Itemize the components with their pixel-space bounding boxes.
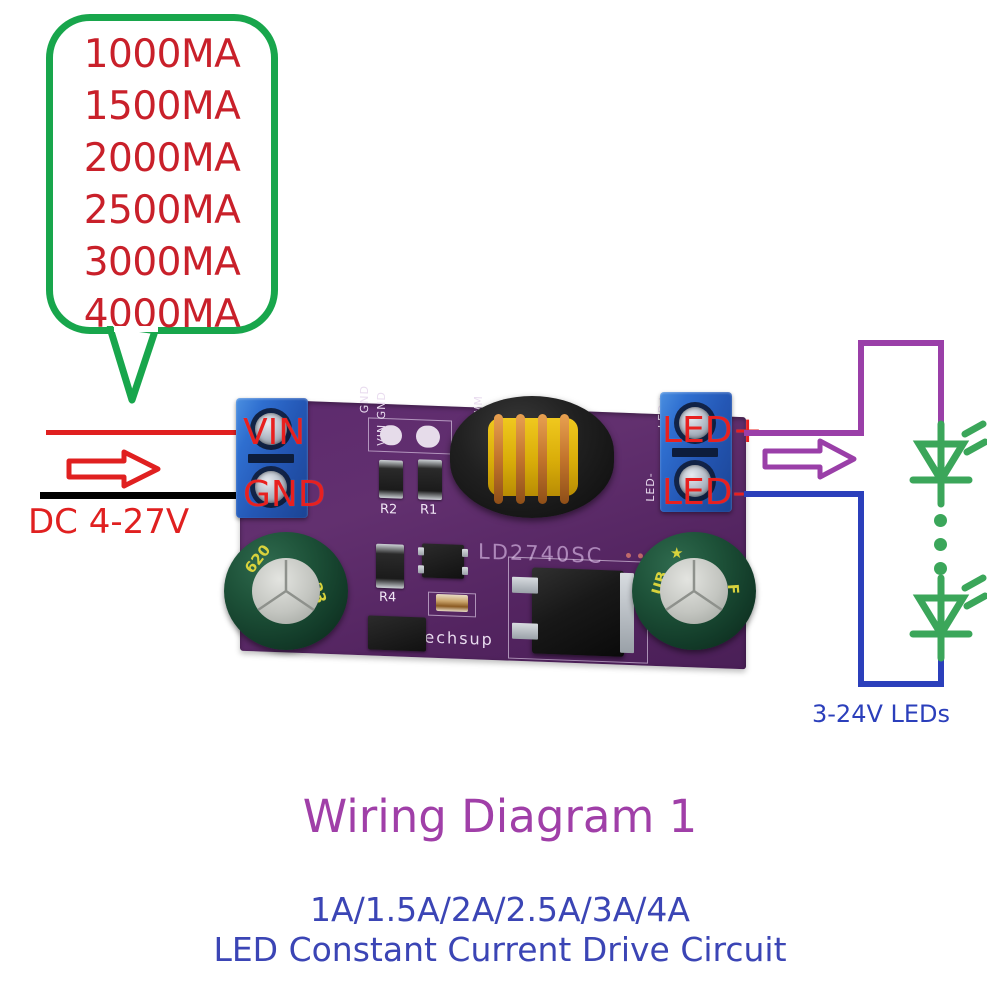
callout-line-3: 2000MA — [83, 136, 241, 181]
input-voltage-label: DC 4-27V — [28, 502, 190, 542]
winding-2 — [516, 414, 525, 504]
mosfet-pin-2 — [512, 622, 538, 640]
ic-pin-2 — [418, 565, 424, 574]
led-minus-wire-h2 — [858, 681, 944, 687]
led-plus-wire-h2 — [858, 340, 944, 346]
led-minus-wire-v1 — [858, 491, 864, 687]
capacitor-vent-left — [252, 558, 320, 624]
resistor-r1 — [418, 459, 442, 501]
terminal-label-vin: VIN — [243, 412, 306, 453]
vin-screw-terminal[interactable] — [250, 408, 292, 450]
series-dot-3 — [934, 562, 947, 575]
led-plus-wire-h1 — [744, 430, 864, 436]
winding-3 — [538, 414, 547, 504]
callout-line-5: 3000MA — [83, 240, 241, 285]
input-capacitor: 620 23 — [224, 532, 348, 650]
schottky-diode — [436, 593, 468, 613]
winding-1 — [494, 414, 503, 504]
cap-text-right-2: ★ — [670, 544, 684, 562]
vent-cross-icon — [257, 560, 315, 612]
label-r1: R1 — [420, 502, 438, 518]
ic-pin-3 — [462, 548, 468, 558]
led-symbol-top-icon — [909, 420, 987, 508]
terminal-slot-right — [672, 448, 718, 457]
label-r2: R2 — [380, 501, 398, 518]
mosfet-pin-1 — [512, 576, 538, 594]
input-terminal-block[interactable] — [236, 398, 308, 518]
winding-4 — [560, 414, 569, 504]
series-dot-1 — [934, 514, 947, 527]
output-direction-arrow-icon — [762, 438, 857, 480]
resistor-r4 — [376, 543, 404, 589]
led-plus-wire-v1 — [858, 340, 864, 436]
resistor-r2 — [379, 459, 403, 499]
callout-line-1: 1000MA — [83, 32, 241, 77]
subtitle-description: LED Constant Current Drive Circuit — [213, 930, 787, 969]
vin-wire — [46, 430, 266, 435]
led-plus-wire-v2 — [938, 340, 944, 430]
silk-gnd-top: GND — [358, 384, 371, 414]
subtitle-current-ratings: 1A/1.5A/2A/2.5A/3A/4A — [310, 890, 690, 929]
capacitor-vent-right — [660, 558, 728, 624]
gnd-screw-terminal[interactable] — [250, 466, 292, 508]
gnd-wire — [40, 492, 268, 499]
power-mosfet — [532, 567, 624, 657]
led-plus-screw-terminal[interactable] — [674, 402, 716, 444]
pad-1 — [380, 424, 402, 446]
series-dot-2 — [934, 538, 947, 551]
label-r4: R4 — [379, 589, 397, 606]
control-ic — [422, 543, 464, 579]
ic-pin-1 — [418, 547, 424, 556]
terminal-label-gnd: GND — [243, 474, 326, 515]
pad-2 — [416, 425, 440, 449]
current-options-callout: 1000MA 1500MA 2000MA 2500MA 3000MA 4000M… — [46, 14, 278, 404]
terminal-slot-left — [248, 454, 294, 463]
page-title: Wiring Diagram 1 — [302, 790, 698, 843]
led-minus-screw-terminal[interactable] — [674, 460, 716, 502]
smd-component — [368, 615, 426, 652]
output-capacitor: UB ★ F — [632, 532, 756, 650]
ic-pin-4 — [462, 566, 468, 576]
led-minus-wire-h1 — [744, 491, 864, 497]
inductor-core — [488, 414, 578, 504]
callout-bubble-body — [46, 14, 278, 334]
output-terminal-block[interactable] — [660, 392, 732, 512]
callout-line-2: 1500MA — [83, 84, 241, 129]
led-symbol-bottom-icon — [909, 574, 987, 662]
callout-line-4: 2500MA — [83, 188, 241, 233]
toroidal-inductor — [450, 396, 614, 518]
silk-led-minus: LED- — [644, 472, 657, 503]
input-direction-arrow-icon — [66, 449, 161, 489]
callout-tail-icon — [106, 326, 158, 404]
led-driver-module: GND WM VIN GND LED+ LED- LD2740SC eletec… — [224, 385, 756, 674]
vent-cross-icon — [665, 560, 723, 612]
terminal-label-led-minus: LED- — [662, 472, 746, 513]
via-1 — [626, 552, 631, 559]
led-load-label: 3-24V LEDs — [812, 700, 951, 728]
